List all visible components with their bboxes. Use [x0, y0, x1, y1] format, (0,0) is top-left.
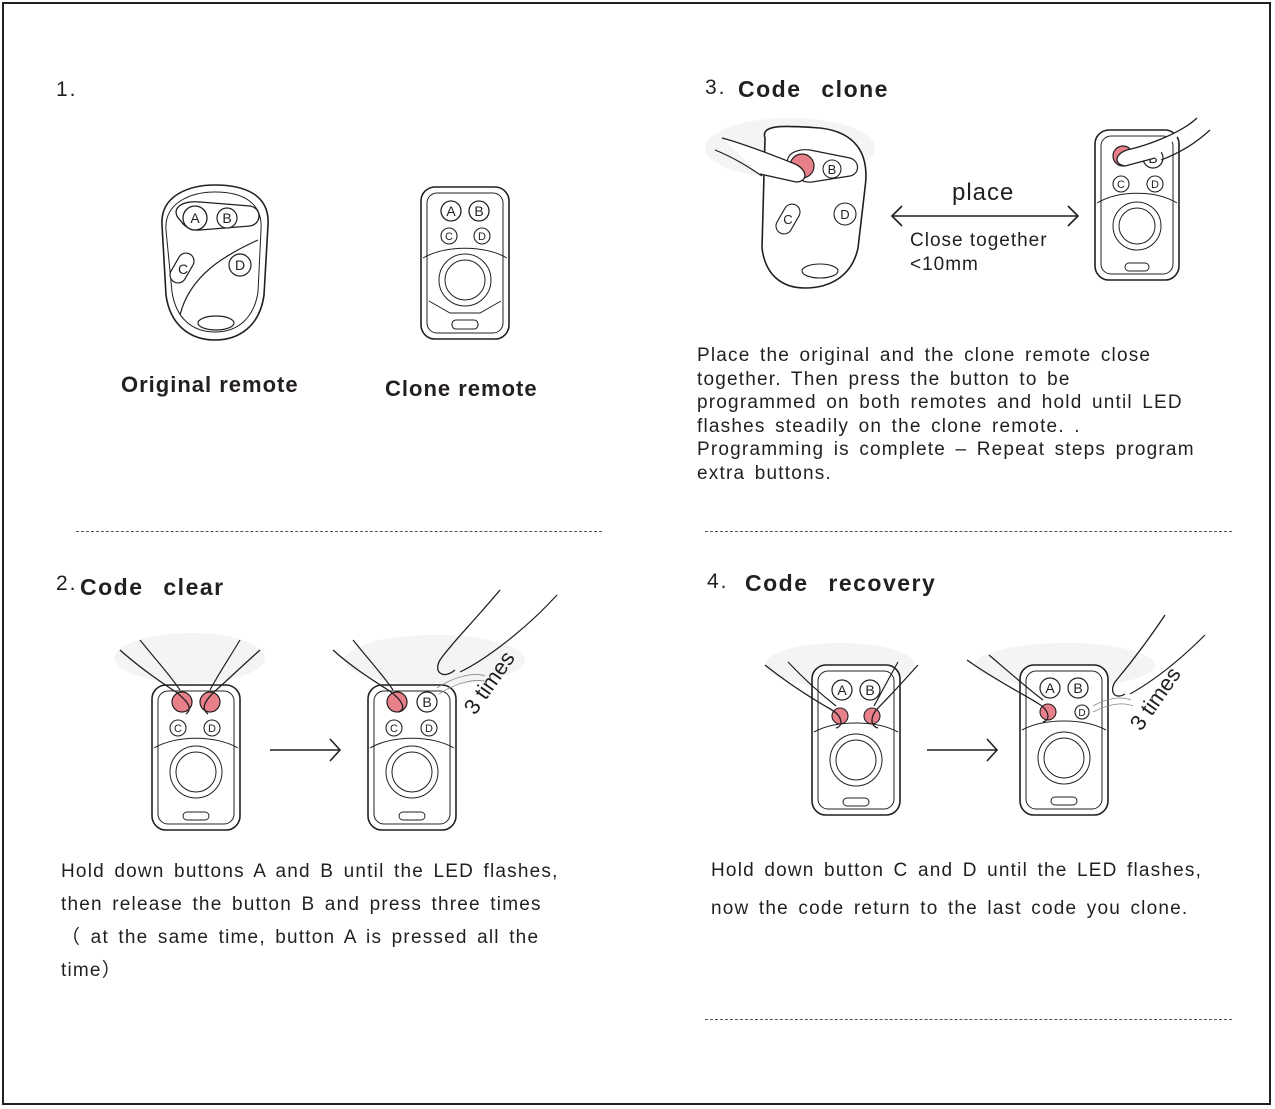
distance-line2: <10mm — [910, 254, 979, 275]
finger-icon — [721, 137, 806, 183]
clone-remote-press-icon: B C D — [1094, 117, 1211, 281]
button-a-label: A — [446, 203, 456, 219]
button-c-label: C — [178, 261, 188, 277]
finger-icon — [966, 659, 1049, 723]
button-d-label: D — [1151, 179, 1159, 191]
button-a-label: A — [190, 210, 200, 226]
distance-line1: Close together — [910, 230, 1048, 251]
step4-title: Code recovery — [745, 570, 937, 596]
recovery-repeat-remote-icon: A B D 3 times — [966, 614, 1206, 816]
button-d-label: D — [425, 723, 433, 735]
button-d-label: D — [840, 207, 849, 222]
step3-title: Code clone — [738, 76, 889, 102]
button-b-label: B — [1073, 680, 1082, 696]
clone-remote-icon: A B C D — [420, 186, 510, 340]
original-remote-press-icon: B C D — [705, 118, 875, 289]
step2-number: 2. — [56, 572, 78, 595]
step3-description: Place the original and the clone remote … — [697, 345, 1195, 484]
step2-description: Hold down buttons A and B until the LED … — [61, 861, 559, 981]
step4-description: Hold down button C and D until the LED f… — [711, 860, 1203, 919]
finger-icon — [1116, 117, 1198, 167]
clear-press-remote-icon: C D — [115, 633, 265, 831]
button-c-label: C — [390, 723, 398, 735]
separator-left — [76, 531, 602, 532]
finger-icon — [119, 649, 190, 715]
recovery-press-remote-icon: A B — [764, 643, 919, 816]
finger-icon — [332, 649, 404, 713]
finger-icon — [764, 664, 842, 729]
button-d-label: D — [478, 231, 486, 243]
button-d-label: D — [235, 257, 245, 273]
button-b-label: B — [865, 682, 874, 698]
arrow-right-icon — [927, 738, 999, 762]
button-b-label: B — [828, 162, 837, 177]
button-c-label: C — [174, 723, 182, 735]
step4-number: 4. — [707, 570, 729, 593]
button-b-label: B — [222, 210, 231, 226]
finger-icon — [871, 664, 919, 729]
button-c-label: C — [445, 231, 453, 243]
button-a-label: A — [837, 682, 847, 698]
button-b-label: B — [474, 203, 483, 219]
place-label: place — [952, 179, 1015, 206]
separator-right — [705, 531, 1232, 532]
step1-number: 1. — [56, 78, 78, 101]
separator-bottom — [705, 1019, 1232, 1020]
double-arrow-icon — [890, 205, 1080, 227]
clear-repeat-remote-icon: B C D 3 times — [332, 589, 558, 831]
button-d-label: D — [208, 723, 216, 735]
finger-icon — [437, 589, 501, 676]
button-c-label: C — [1117, 179, 1125, 191]
original-remote-icon: A B C D — [161, 184, 269, 341]
button-b-label: B — [422, 694, 431, 710]
step2-title: Code clear — [80, 574, 225, 600]
step3-number: 3. — [705, 76, 727, 99]
button-a-label: A — [1045, 680, 1055, 696]
original-remote-caption: Original remote — [121, 372, 299, 397]
button-c-label: C — [783, 212, 792, 227]
button-d-label: D — [1078, 708, 1085, 719]
finger-icon — [1111, 614, 1166, 697]
clone-remote-caption: Clone remote — [385, 376, 538, 401]
finger-icon — [203, 649, 261, 715]
arrow-right-icon — [270, 738, 342, 762]
